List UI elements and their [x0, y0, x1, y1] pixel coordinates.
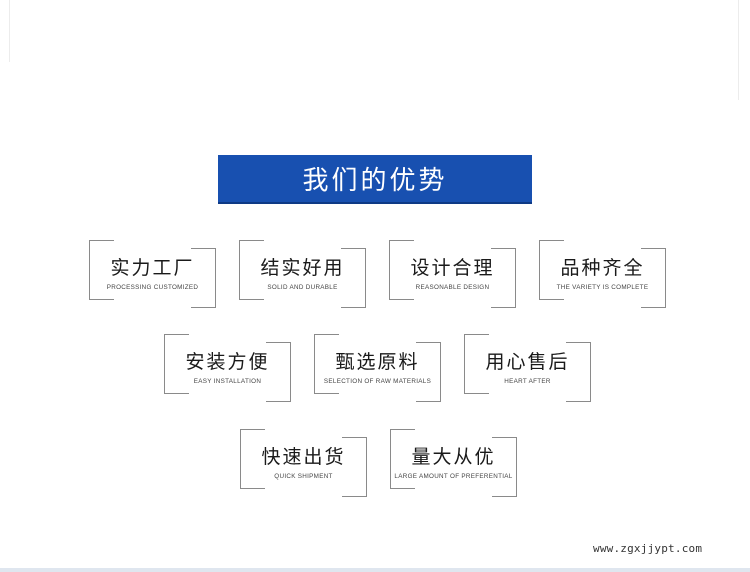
- advantage-title: 安装方便: [185, 351, 270, 373]
- frame-line-left: [9, 0, 10, 62]
- advantage-title: 品种齐全: [560, 257, 645, 279]
- advantage-title: 甄选原料: [335, 351, 420, 373]
- advantage-subtitle: SOLID AND DURABLE: [267, 284, 338, 291]
- advantage-subtitle: HEART AFTER: [504, 378, 551, 385]
- advantage-subtitle: LARGE AMOUNT OF PREFERENTIAL: [394, 473, 513, 480]
- advantage-subtitle: SELECTION OF RAW MATERIALS: [323, 378, 432, 385]
- advantage-title: 用心售后: [485, 351, 570, 373]
- advantage-card-shipment: 快速出货 QUICK SHIPMENT: [240, 429, 367, 497]
- advantage-card-variety: 品种齐全 THE VARIETY IS COMPLETE: [539, 240, 666, 308]
- advantage-title: 实力工厂: [110, 257, 195, 279]
- section-banner: 我们的优势: [218, 155, 532, 202]
- advantage-subtitle: PROCESSING CUSTOMIZED: [106, 284, 199, 291]
- advantage-card-durable: 结实好用 SOLID AND DURABLE: [239, 240, 366, 308]
- bottom-rule: [0, 568, 750, 572]
- frame-line-right: [738, 0, 739, 100]
- advantage-card-design: 设计合理 REASONABLE DESIGN: [389, 240, 516, 308]
- advantage-subtitle: EASY INSTALLATION: [193, 378, 262, 385]
- advantage-title: 设计合理: [410, 257, 495, 279]
- advantage-title: 量大从优: [411, 446, 496, 468]
- advantage-card-bulk-discount: 量大从优 LARGE AMOUNT OF PREFERENTIAL: [390, 429, 517, 497]
- advantage-title: 结实好用: [260, 257, 345, 279]
- section-title: 我们的优势: [302, 166, 448, 196]
- advantage-card-after-sales: 用心售后 HEART AFTER: [464, 334, 591, 402]
- advantage-title: 快速出货: [261, 446, 346, 468]
- site-watermark: www.zgxjjypt.com: [593, 542, 703, 555]
- advantage-subtitle: REASONABLE DESIGN: [415, 284, 490, 291]
- advantage-card-strong-factory: 实力工厂 PROCESSING CUSTOMIZED: [89, 240, 216, 308]
- advantage-subtitle: THE VARIETY IS COMPLETE: [556, 284, 649, 291]
- advantage-card-installation: 安装方便 EASY INSTALLATION: [164, 334, 291, 402]
- advantage-subtitle: QUICK SHIPMENT: [274, 473, 333, 480]
- advantage-card-materials: 甄选原料 SELECTION OF RAW MATERIALS: [314, 334, 441, 402]
